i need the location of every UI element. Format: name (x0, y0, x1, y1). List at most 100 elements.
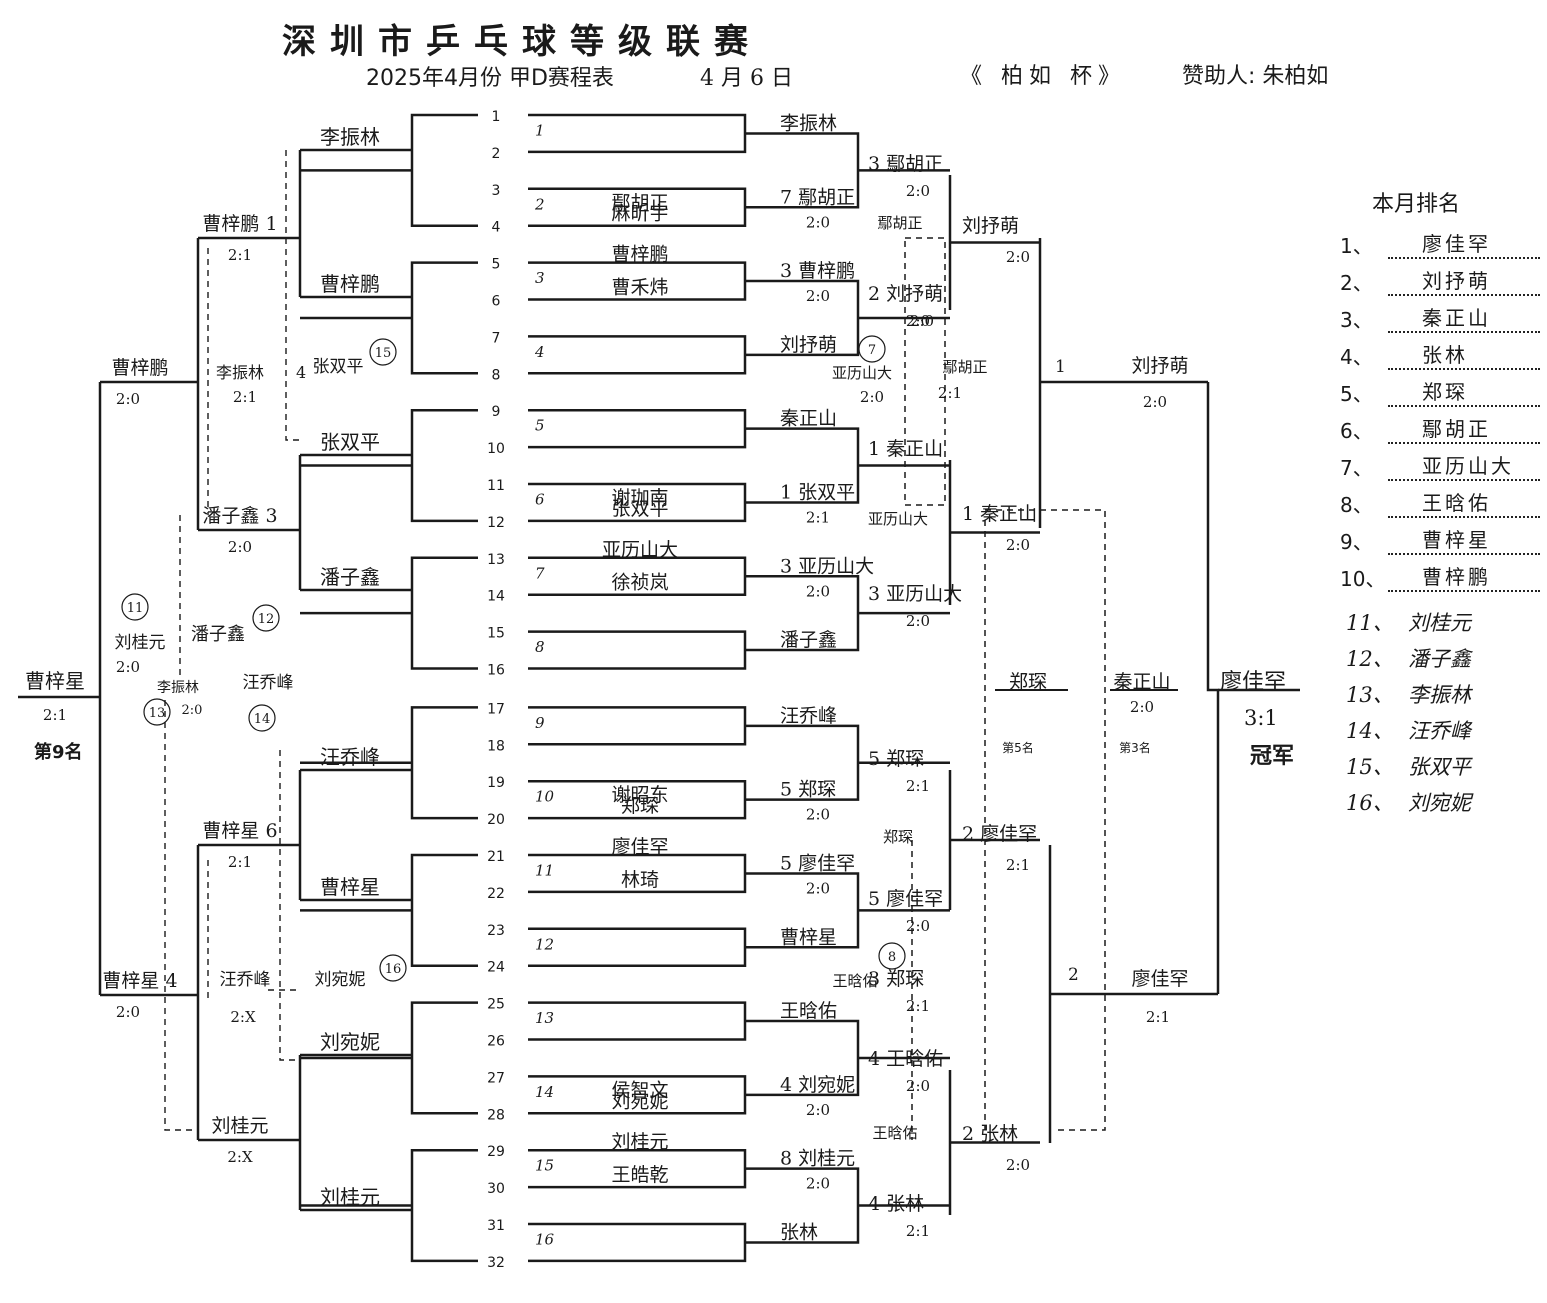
circle-note-circle (878, 942, 906, 970)
rank-name: 郑琛 (1388, 376, 1540, 407)
r2-score: 2:0 (806, 879, 830, 897)
r4-score: 2:0 (1006, 248, 1030, 266)
placement-side-name: 王晗佑 (832, 972, 877, 990)
left-note: 12 (258, 612, 275, 627)
left-note: 14 (254, 712, 271, 727)
champion-label: 冠军 (1250, 744, 1295, 769)
seed-number: 8 (535, 638, 545, 656)
match-date: 4 月 6 日 (700, 66, 793, 91)
rank-number: 12、 (1346, 647, 1394, 671)
left-note-score: 2:1 (233, 388, 257, 406)
left-note-circle (379, 954, 407, 982)
left-l1-name: 李振林 (320, 125, 380, 149)
rank-number: 13、 (1346, 683, 1394, 707)
placement-side-score: 2:1 (938, 384, 962, 402)
third-place-name: 秦正山 (1113, 671, 1170, 693)
semi-mark: 1 (1055, 357, 1066, 377)
left-l2-score: 2:X (227, 1148, 253, 1166)
left-dashed (164, 700, 198, 1131)
r1-player-name: 林琦 (621, 869, 659, 891)
left-dashed (279, 750, 300, 1061)
left-r1-bracket (410, 1148, 478, 1263)
placement-side-name: 亚历山大 (832, 364, 892, 382)
r4-score: 2:0 (1006, 1156, 1030, 1174)
ranking-title: 本月排名 (1372, 192, 1461, 217)
third-place-score: 2:0 (1130, 698, 1154, 716)
slot-number: 25 (487, 997, 505, 1013)
ninth-place-label: 第9名 (34, 742, 83, 763)
left-l1-name: 汪乔峰 (320, 745, 380, 769)
r1-player-name: 谢珈南 (611, 487, 668, 509)
ranking-row: 7、亚历山大 (1340, 444, 1540, 481)
slot-number: 8 (492, 367, 501, 383)
r3-winner-name: 3 亚历山大 (868, 583, 962, 605)
r1-player-name: 麻昕宇 (611, 203, 668, 225)
ranking-row: 14、汪乔峰 (1346, 712, 1546, 748)
r2-winner-name: 曹梓星 (780, 926, 837, 948)
left-l1-name: 曹梓鹏 (320, 272, 380, 296)
rank-number: 10、 (1340, 567, 1386, 591)
slot-number: 6 (492, 294, 501, 310)
left-note: 15 (375, 346, 392, 361)
rank-name: 王晗佑 (1388, 487, 1540, 518)
ranking-row: 8、王晗佑 (1340, 481, 1540, 518)
rank-name: 张双平 (1408, 755, 1471, 779)
ranking-row: 6、鄢胡正 (1340, 407, 1540, 444)
r4-winner-name: 2 廖佳罕 (962, 823, 1037, 845)
slot-number: 5 (492, 257, 501, 273)
left-note-score: 2:0 (182, 703, 203, 718)
left-note-name: 张双平 (313, 357, 364, 377)
rank-name: 曹梓星 (1388, 524, 1540, 555)
r1-player-name: 徐祯岚 (611, 572, 668, 594)
r4-winner-name: 2 张林 (962, 1123, 1018, 1145)
seed-number: 3 (535, 269, 545, 287)
r2-winner-name: 刘抒萌 (780, 334, 837, 356)
right-r2-bracket (850, 575, 860, 652)
slot-number: 14 (487, 589, 505, 605)
left-r1-bracket (410, 853, 478, 967)
left-r1-bracket (410, 261, 478, 375)
r3-winner-name: 4 张林 (868, 1193, 924, 1215)
left-note-circle (121, 593, 149, 621)
left-l2-score: 2:0 (228, 538, 252, 556)
left-l3-score: 2:0 (116, 390, 140, 408)
slot-number: 3 (492, 183, 501, 199)
rank-number: 2、 (1340, 271, 1373, 295)
placement-side-score: 2:0 (860, 388, 884, 406)
circle-note: 8 (888, 950, 896, 965)
r3-score: 2:1 (906, 1222, 930, 1240)
r2-winner-name: 1 张双平 (780, 481, 855, 503)
seed-number: 10 (535, 788, 555, 806)
right-r2-bracket (850, 872, 860, 949)
r2-score: 2:0 (806, 213, 830, 231)
slot-number: 26 (487, 1034, 505, 1050)
r2-score: 2:0 (806, 806, 830, 824)
circle-note-circle (858, 335, 886, 363)
r2-score: 2:0 (806, 287, 830, 305)
right-r1-bracket (528, 335, 747, 375)
slot-number: 27 (487, 1070, 505, 1086)
left-l3-name: 曹梓鹏 (111, 357, 168, 379)
seed-number: 5 (535, 417, 545, 435)
left-note: 13 (149, 706, 166, 721)
r2-winner-name: 3 曹梓鹏 (780, 260, 855, 282)
r3-score: 2:1 (906, 777, 930, 795)
ranking-row: 16、刘宛妮 (1346, 784, 1546, 820)
slot-number: 1 (492, 109, 501, 125)
cup-name: 《 柏如 杯》 (960, 64, 1126, 89)
rank-number: 5、 (1340, 382, 1373, 406)
r4-winner-name: 刘抒萌 (962, 215, 1019, 237)
ranking-row: 5、郑琛 (1340, 370, 1540, 407)
slot-number: 17 (487, 701, 505, 717)
r2-winner-name: 4 刘宛妮 (780, 1074, 855, 1096)
rank-name: 张林 (1388, 339, 1540, 370)
semi-top-score: 2:0 (1143, 393, 1167, 411)
r3-winner-name: 5 郑琛 (868, 748, 924, 770)
slot-number: 18 (487, 738, 505, 754)
slot-number: 12 (487, 515, 505, 531)
semi-bottom-score: 2:1 (1146, 1008, 1170, 1026)
left-note-circle (248, 704, 276, 732)
r1-player-name: 郑琛 (621, 795, 659, 817)
r2-winner-name: 王晗佑 (780, 1000, 837, 1022)
